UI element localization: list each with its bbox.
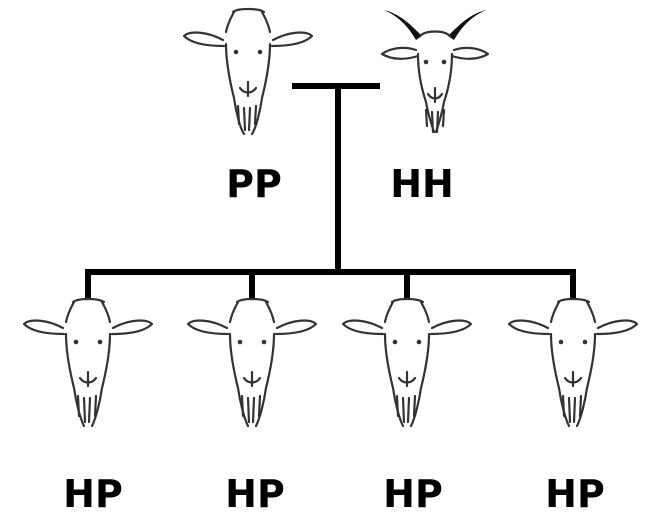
- polled-goat-icon: [341, 298, 473, 428]
- parent-goat-horned: [370, 2, 500, 142]
- parent-label-2: HH: [390, 162, 454, 206]
- offspring-goat-4: [503, 298, 643, 438]
- offspring-goat-2: [182, 298, 322, 438]
- parent-label-1: PP: [226, 162, 282, 206]
- polled-goat-icon: [182, 7, 314, 136]
- offspring-label-1: HP: [63, 472, 123, 516]
- offspring-goat-3: [337, 298, 477, 438]
- parent-goat-polled: [178, 2, 318, 142]
- horned-goat-icon: [380, 10, 490, 134]
- offspring-goat-1: [18, 298, 158, 438]
- offspring-label-3: HP: [383, 472, 443, 516]
- offspring-label-2: HP: [225, 472, 285, 516]
- offspring-label-4: HP: [545, 472, 605, 516]
- polled-goat-icon: [22, 298, 154, 428]
- polled-goat-icon: [186, 298, 318, 428]
- polled-goat-icon: [507, 298, 639, 428]
